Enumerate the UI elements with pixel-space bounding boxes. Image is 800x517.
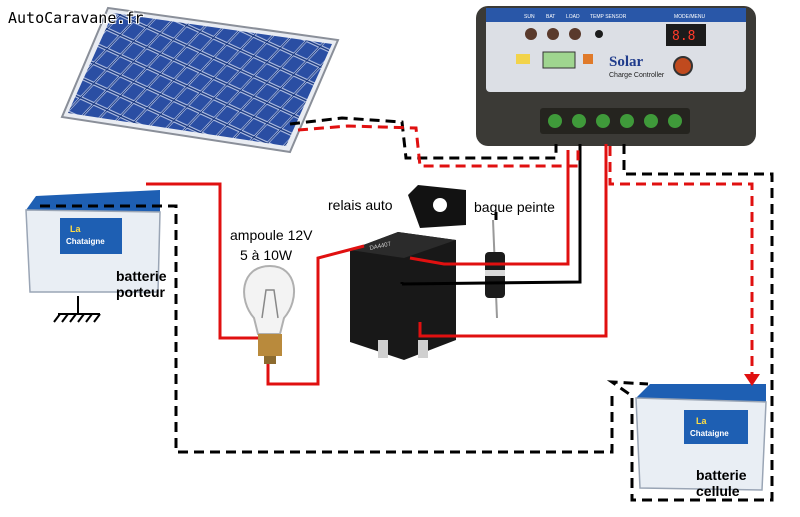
controller-top-labels: SUN BAT LOAD TEMP SENSOR MODE/MENU [524,14,706,20]
temp-sensor-icon [595,30,603,38]
diode-label: bague peinte [474,199,555,215]
negative-wires [401,144,582,286]
battery-cellule-brand1: La [696,416,707,426]
battery-porteur-brand1: La [70,224,81,234]
charge-controller: SUN BAT LOAD TEMP SENSOR MODE/MENU 8.8 S… [476,6,756,146]
bat-led-icon [547,28,559,40]
mode-button [673,56,693,76]
positive-wires [146,144,608,386]
battery-porteur-brand2: Chataigne [66,237,105,246]
controller-label-load: LOAD [566,14,580,20]
controller-label-bat: BAT [546,14,555,20]
relay-label: relais auto [328,197,393,213]
battery-porteur-label-line2: porteur [116,284,165,300]
battery-cellule: La Chataigne [635,384,767,491]
load-led-icon [569,28,581,40]
solar-panel [60,6,340,154]
controller-label-sun: SUN [524,14,535,20]
controller-subtitle: Charge Controller [609,72,665,79]
battery-cellule-brand2: Chataigne [690,429,729,438]
battery-porteur-label-line1: batterie [116,268,167,284]
bulb-label-line1: ampoule 12V [230,227,313,243]
sun-led-icon [525,28,537,40]
battery-cellule-label-line2: cellule [696,483,740,499]
controller-terminals [540,108,690,134]
ground-icon [53,296,101,323]
display-screen [666,24,706,46]
battery-wires [40,144,774,502]
arrow-down-icon [744,374,760,386]
controller-brand: Solar [609,54,644,70]
controller-label-temp: TEMP SENSOR [590,14,627,20]
controller-label-mode: MODE/MENU [674,14,706,20]
svg-text:8.8: 8.8 [672,29,695,44]
battery-status-icon [542,51,576,69]
pv-wires [289,116,580,168]
relay: DA4407 [350,185,466,360]
bulb [243,264,296,364]
svg-text:DA4407: DA4407 [369,241,392,252]
watermark: AutoCaravane.fr [8,9,144,27]
battery-cellule-label-line1: batterie [696,467,747,483]
bulb-label-line2: 5 à 10W [240,247,293,263]
diode [485,219,505,319]
